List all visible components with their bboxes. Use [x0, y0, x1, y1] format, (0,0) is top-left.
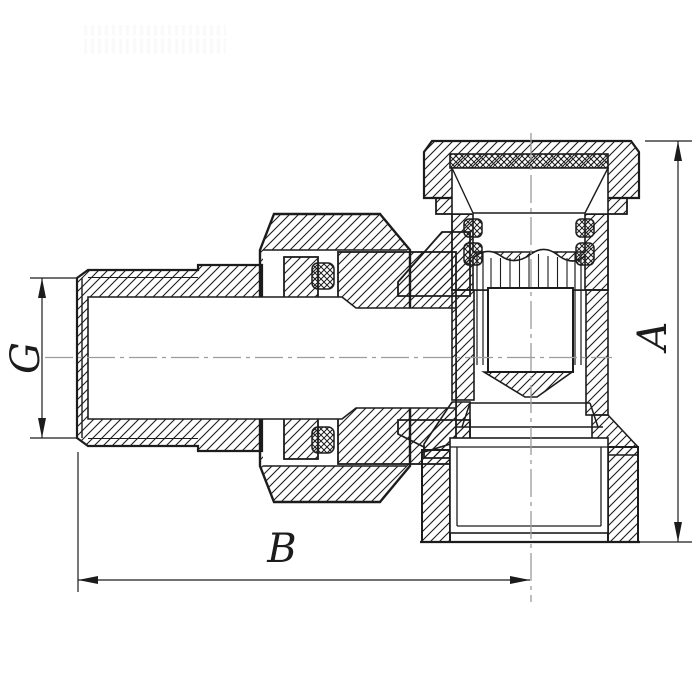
seat-plates: [455, 402, 603, 428]
outlet-section: [420, 437, 640, 544]
dimension-b: B: [77, 452, 530, 592]
gasket-seal-top: [311, 262, 335, 290]
dim-g-extension-lines: [30, 277, 77, 439]
valve-seat-funnel: [481, 371, 575, 398]
dim-a-extension-lines: [640, 140, 692, 543]
knob: [451, 167, 609, 253]
bonnet-section: [422, 139, 641, 365]
dimension-g: G: [3, 277, 77, 439]
o-ring-right-upper: [575, 218, 595, 238]
centerlines: [45, 133, 612, 602]
female-thread-lines: [450, 446, 608, 527]
o-ring-left-upper: [463, 218, 483, 238]
dimension-g-label: G: [3, 342, 49, 374]
thread-root-lines: [88, 276, 198, 440]
outlet-bore: [449, 437, 609, 534]
o-ring-right-lower: [575, 242, 595, 266]
dimension-b-label: B: [266, 526, 296, 572]
stem-guide-sleeves: [476, 252, 582, 365]
cap-seal-washer: [449, 153, 609, 169]
gasket-seal-bottom: [311, 426, 335, 454]
dimension-a-label: A: [630, 322, 676, 355]
o-ring-left-lower: [463, 242, 483, 266]
dimension-a: A: [630, 140, 692, 543]
